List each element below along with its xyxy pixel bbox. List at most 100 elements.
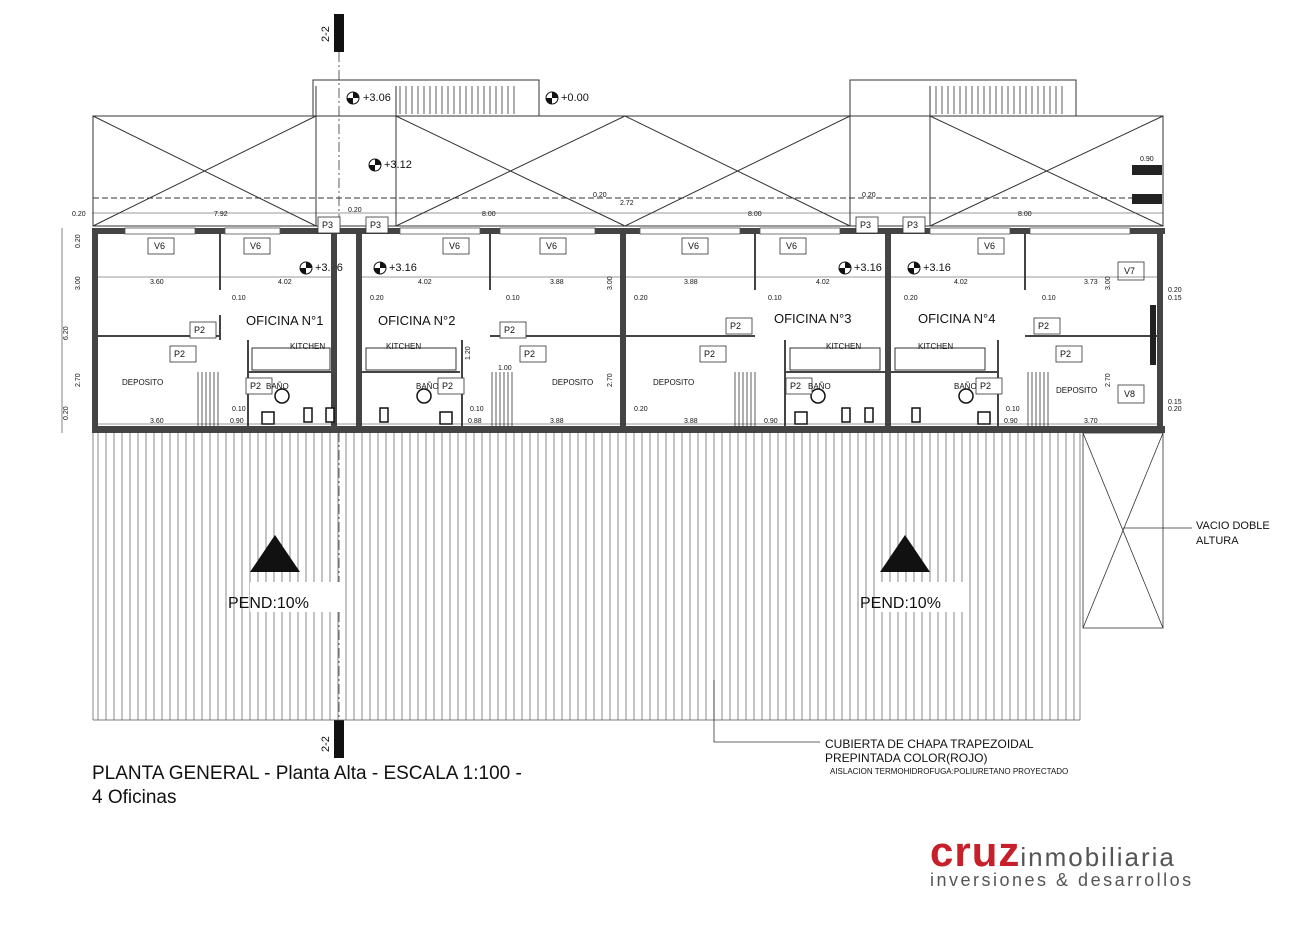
void-note: VACIO DOBLE [1196,520,1270,532]
opening-label: P2 [250,381,261,391]
opening-label: V6 [688,241,699,251]
opening-label: P2 [174,349,185,359]
window-openings [124,227,1131,235]
dimension-label: 3.00 [75,276,82,290]
dimension-label: 0.20 [63,406,70,420]
dimension-label: 3.88 [550,418,564,425]
room-label: DEPOSITO [1056,386,1097,395]
opening-label: V6 [250,241,261,251]
level-symbol [299,91,921,275]
logo-tagline: inversiones & desarrollos [930,870,1194,890]
dimension-label: 3.70 [1084,418,1098,425]
slope-arrow-icon [250,535,300,572]
dimension-label: 3.88 [684,418,698,425]
opening-label: V7 [1124,266,1135,276]
roof-note: CUBIERTA DE CHAPA TRAPEZOIDAL [825,737,1034,751]
office-title: OFICINA N°4 [918,311,995,326]
stair-hatch [399,86,1063,114]
dimension-label: 0.15 [1168,399,1182,406]
dimension-label: 4.02 [278,279,292,286]
opening-label: P2 [790,381,801,391]
slope-label: PEND:10% [860,595,941,612]
opening-label: P3 [860,220,871,230]
dimension-label: 0.10 [1042,295,1056,302]
slope-label: PEND:10% [228,595,309,612]
opening-label: P2 [704,349,715,359]
dimension-label: 0.20 [1168,406,1182,413]
roof-note: PREPINTADA COLOR(ROJO) [825,751,987,765]
dimension-label: 0.90 [1140,156,1154,163]
dimension-label: 2.70 [1105,373,1112,387]
roof-note: AISLACION TERMOHIDROFUGA:POLIURETANO PRO… [830,767,1068,776]
dimension-label: 0.20 [1168,287,1182,294]
opening-label: P2 [1038,321,1049,331]
dimension-label: 0.20 [348,207,362,214]
opening-label: P2 [524,349,535,359]
dimension-label: 0.20 [862,192,876,199]
level-label: +3.12 [384,159,412,171]
dimension-label: 0.90 [764,418,778,425]
room-label: BAÑO [266,382,289,391]
dimension-label: 2.70 [75,373,82,387]
opening-label: P2 [1060,349,1071,359]
room-label: KITCHEN [918,342,953,351]
dimension-label: 0.10 [768,295,782,302]
level-label: +3.06 [363,92,391,104]
dimension-label: 3.00 [1105,276,1112,290]
dimension-label: 1.20 [465,346,472,360]
opening-label: V6 [546,241,557,251]
caption-line: PLANTA GENERAL - Planta Alta - ESCALA 1:… [92,763,522,784]
post-symbols [1132,165,1162,365]
opening-tag-boxes [147,216,1145,404]
logo-rest: inmobiliaria [1020,842,1176,872]
room-label: KITCHEN [386,342,421,351]
opening-label: P3 [322,220,333,230]
opening-label: V6 [154,241,165,251]
dimension-label: 0.10 [470,406,484,413]
dimension-label: 3.73 [1084,279,1098,286]
opening-label: V6 [984,241,995,251]
office-title: OFICINA N°3 [774,311,851,326]
dimension-label: 0.15 [1168,295,1182,302]
dimension-label: 3.88 [550,279,564,286]
dimension-label: 2.70 [607,373,614,387]
opening-label: P2 [504,325,515,335]
slope-label-bg [878,582,968,612]
dimension-label: 0.20 [72,211,86,218]
dimension-label: 0.20 [370,295,384,302]
room-label: KITCHEN [290,342,325,351]
dimension-label: 0.20 [634,295,648,302]
drawing-caption: PLANTA GENERAL - Planta Alta - ESCALA 1:… [92,762,522,810]
dimension-label: 3.00 [607,276,614,290]
dimension-label: 8.00 [482,211,496,218]
dimension-label: 3.60 [150,279,164,286]
dimension-label: 0.10 [506,295,520,302]
level-label: +3.16 [854,262,882,274]
section-label-top: 2-2 [320,26,332,42]
office-title: OFICINA N°1 [246,313,323,328]
level-label: +0.00 [561,92,589,104]
slope-arrow-icon [880,535,930,572]
dimension-label: 0.10 [232,406,246,413]
opening-label: P3 [907,220,918,230]
roof-terrace-band [92,79,1164,227]
dimension-label: 0.10 [232,295,246,302]
dimension-label: 0.88 [468,418,482,425]
room-label: BAÑO [416,382,439,391]
dimension-label: 0.90 [230,418,244,425]
interior-walls [98,234,1157,426]
dimension-label: 4.02 [418,279,432,286]
section-marker-top [334,14,344,226]
level-label: +3.16 [923,262,951,274]
dimension-label: 8.00 [1018,211,1032,218]
company-logo: cruzinmobiliaria inversiones & desarroll… [930,828,1194,891]
exterior-walls [92,228,1165,433]
dimension-label: 0.20 [634,406,648,413]
room-label: BAÑO [954,382,977,391]
section-marker-bottom [334,432,344,758]
dimension-label: 1.00 [498,365,512,372]
caption-line: 4 Oficinas [92,787,177,808]
opening-label: P2 [980,381,991,391]
dimension-label: 4.02 [954,279,968,286]
